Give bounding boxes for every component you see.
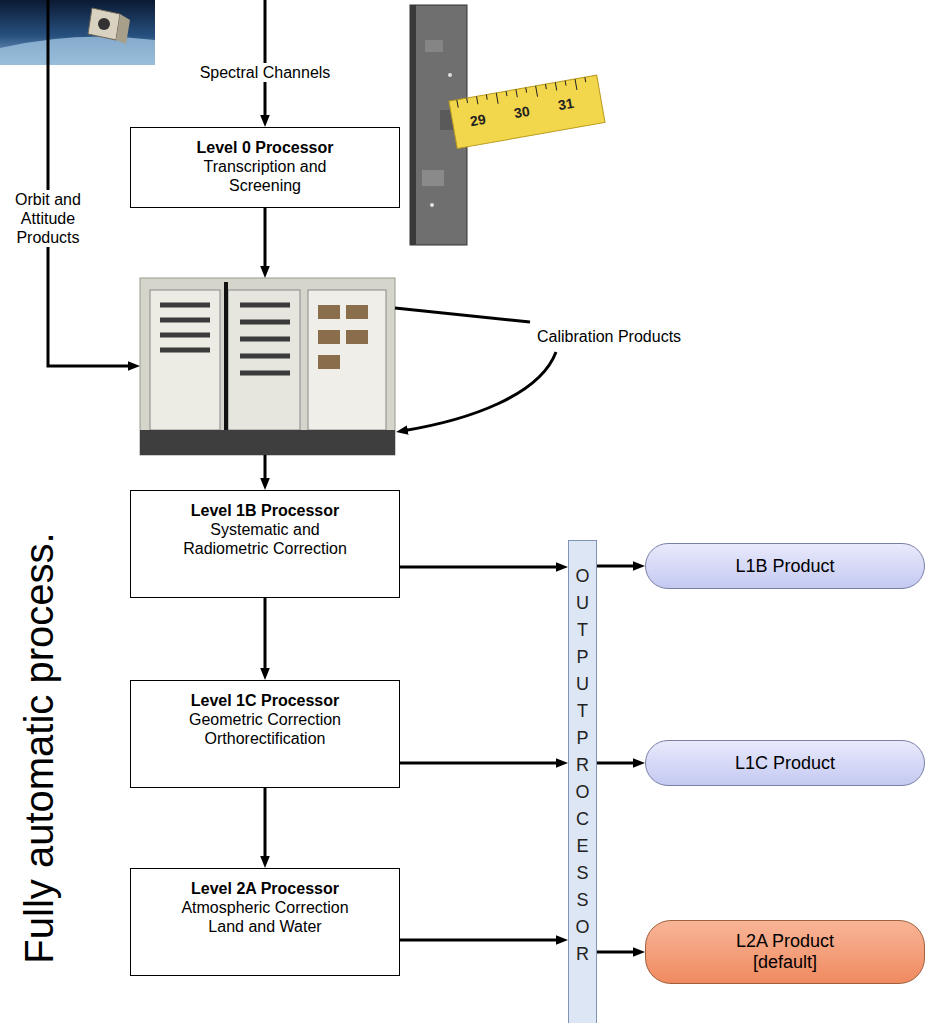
strip-texture — [422, 170, 444, 186]
box-title: Level 1C Processor — [139, 691, 391, 710]
processor-box: Level 2A ProcessorAtmospheric Correction… — [130, 868, 400, 976]
tape-number: 31 — [557, 94, 575, 114]
satellite-body — [88, 8, 120, 40]
calibration-line — [395, 308, 530, 322]
earth-horizon — [0, 36, 155, 65]
product-pill: L2A Product[default] — [645, 920, 925, 984]
input-label: Calibration Products — [537, 327, 681, 346]
input-arrow — [48, 0, 134, 366]
server-drawer — [318, 305, 340, 319]
strip-edge — [410, 5, 416, 245]
server-drawer — [346, 305, 368, 319]
satellite-side — [116, 14, 130, 44]
tape-body — [449, 75, 605, 148]
flow-arrow — [264, 598, 267, 674]
strip-texture — [448, 73, 452, 77]
processor-box: Level 1C ProcessorGeometric Correction O… — [130, 680, 400, 788]
box-text: Geometric Correction Orthorectification — [173, 710, 358, 748]
box-text: Systematic and Radiometric Correction — [173, 520, 358, 558]
server-drawer — [318, 330, 340, 344]
server-room — [140, 278, 395, 455]
server-drawer — [318, 355, 340, 369]
flow-arrow — [597, 565, 639, 568]
box-title: Level 0 Processor — [139, 138, 391, 157]
process-note: Fully automatic process. — [15, 532, 61, 963]
box-text: Transcription and Screening — [173, 157, 358, 195]
satellite-lens — [98, 18, 110, 30]
input-label: Spectral Channels — [195, 63, 335, 82]
calibration-arrow — [402, 352, 556, 431]
flow-arrow — [400, 566, 562, 569]
server-cabinet — [150, 290, 220, 430]
output-bar: OUTPUT PROCESSOR — [568, 540, 597, 1023]
server-floor — [140, 430, 395, 455]
flow-arrow — [400, 762, 562, 765]
box-title: Level 1B Processor — [139, 501, 391, 520]
input-arrow — [264, 0, 267, 121]
server-picture — [140, 278, 395, 455]
tape-number: 30 — [513, 102, 531, 122]
server-cabinet — [228, 290, 300, 430]
tape-number: 29 — [469, 110, 487, 130]
flow-arrow — [597, 762, 639, 765]
product-label: L1B Product — [735, 556, 834, 577]
space-background — [0, 0, 155, 65]
satellite-picture — [0, 0, 155, 65]
flow-arrow — [264, 788, 267, 862]
flow-arrow — [597, 951, 639, 954]
tape-measure — [449, 75, 605, 148]
strip-texture — [425, 40, 443, 52]
box-text: Atmospheric Correction Land and Water — [173, 898, 358, 936]
server-drawer — [346, 330, 368, 344]
box-title: Level 2A Processor — [139, 879, 391, 898]
server-cabinet — [308, 290, 386, 430]
product-label: [default] — [753, 952, 817, 973]
server-cable — [224, 282, 228, 455]
product-label: L2A Product — [736, 931, 834, 952]
flow-arrow — [400, 939, 562, 942]
product-pill: L1C Product — [645, 740, 925, 786]
product-label: L1C Product — [735, 753, 835, 774]
product-pill: L1B Product — [645, 543, 925, 589]
input-label: Orbit and Attitude Products — [0, 190, 96, 247]
processor-box: Level 0 ProcessorTranscription and Scree… — [130, 127, 400, 208]
vertical-text: OUTPUT PROCESSOR — [574, 563, 592, 968]
processor-box: Level 1B ProcessorSystematic and Radiome… — [130, 490, 400, 598]
flow-arrow — [264, 455, 267, 484]
strip-texture — [430, 203, 434, 207]
